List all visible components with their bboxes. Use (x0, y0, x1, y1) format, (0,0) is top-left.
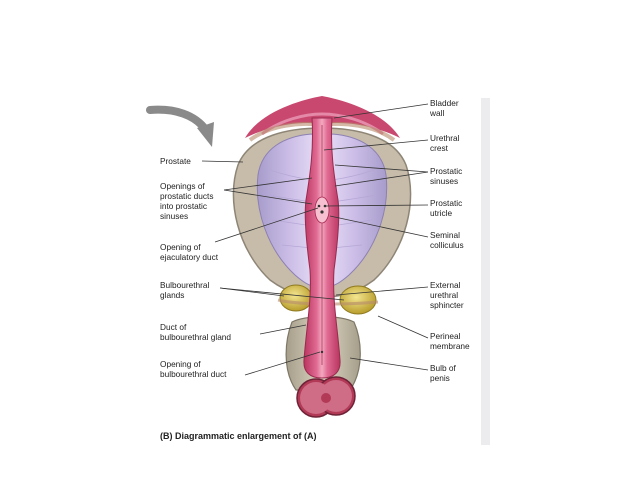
corpus-spongiosum-section (297, 377, 355, 417)
bulbourethral-gland-right (340, 286, 376, 314)
seminal-colliculus (315, 197, 329, 223)
bulbourethral-gland-left (280, 285, 312, 311)
label-perineal-membrane: Perineal membrane (430, 331, 470, 351)
label-external-urethral-sphincter: External urethral sphincter (430, 280, 464, 310)
label-prostatic-utricle: Prostatic utricle (430, 198, 462, 218)
curved-arrow-icon (150, 110, 214, 147)
figure-caption: (B) Diagrammatic enlargement of (A) (160, 431, 317, 441)
label-prostatic-sinuses: Prostatic sinuses (430, 166, 462, 186)
label-bladder-wall: Bladder wall (430, 98, 459, 118)
label-opening-bulbourethral-duct: Opening of bulbourethral duct (160, 359, 226, 379)
label-openings-prostatic-ducts: Openings of prostatic ducts into prostat… (160, 181, 214, 221)
label-duct-bulbourethral-gland: Duct of bulbourethral gland (160, 322, 231, 342)
label-seminal-colliculus: Seminal colliculus (430, 230, 464, 250)
label-bulb-of-penis: Bulb of penis (430, 363, 456, 383)
label-opening-ejaculatory-duct: Opening of ejaculatory duct (160, 242, 218, 262)
label-bulbourethral-glands: Bulbourethral glands (160, 280, 209, 300)
label-urethral-crest: Urethral crest (430, 133, 460, 153)
label-prostate: Prostate (160, 156, 191, 166)
